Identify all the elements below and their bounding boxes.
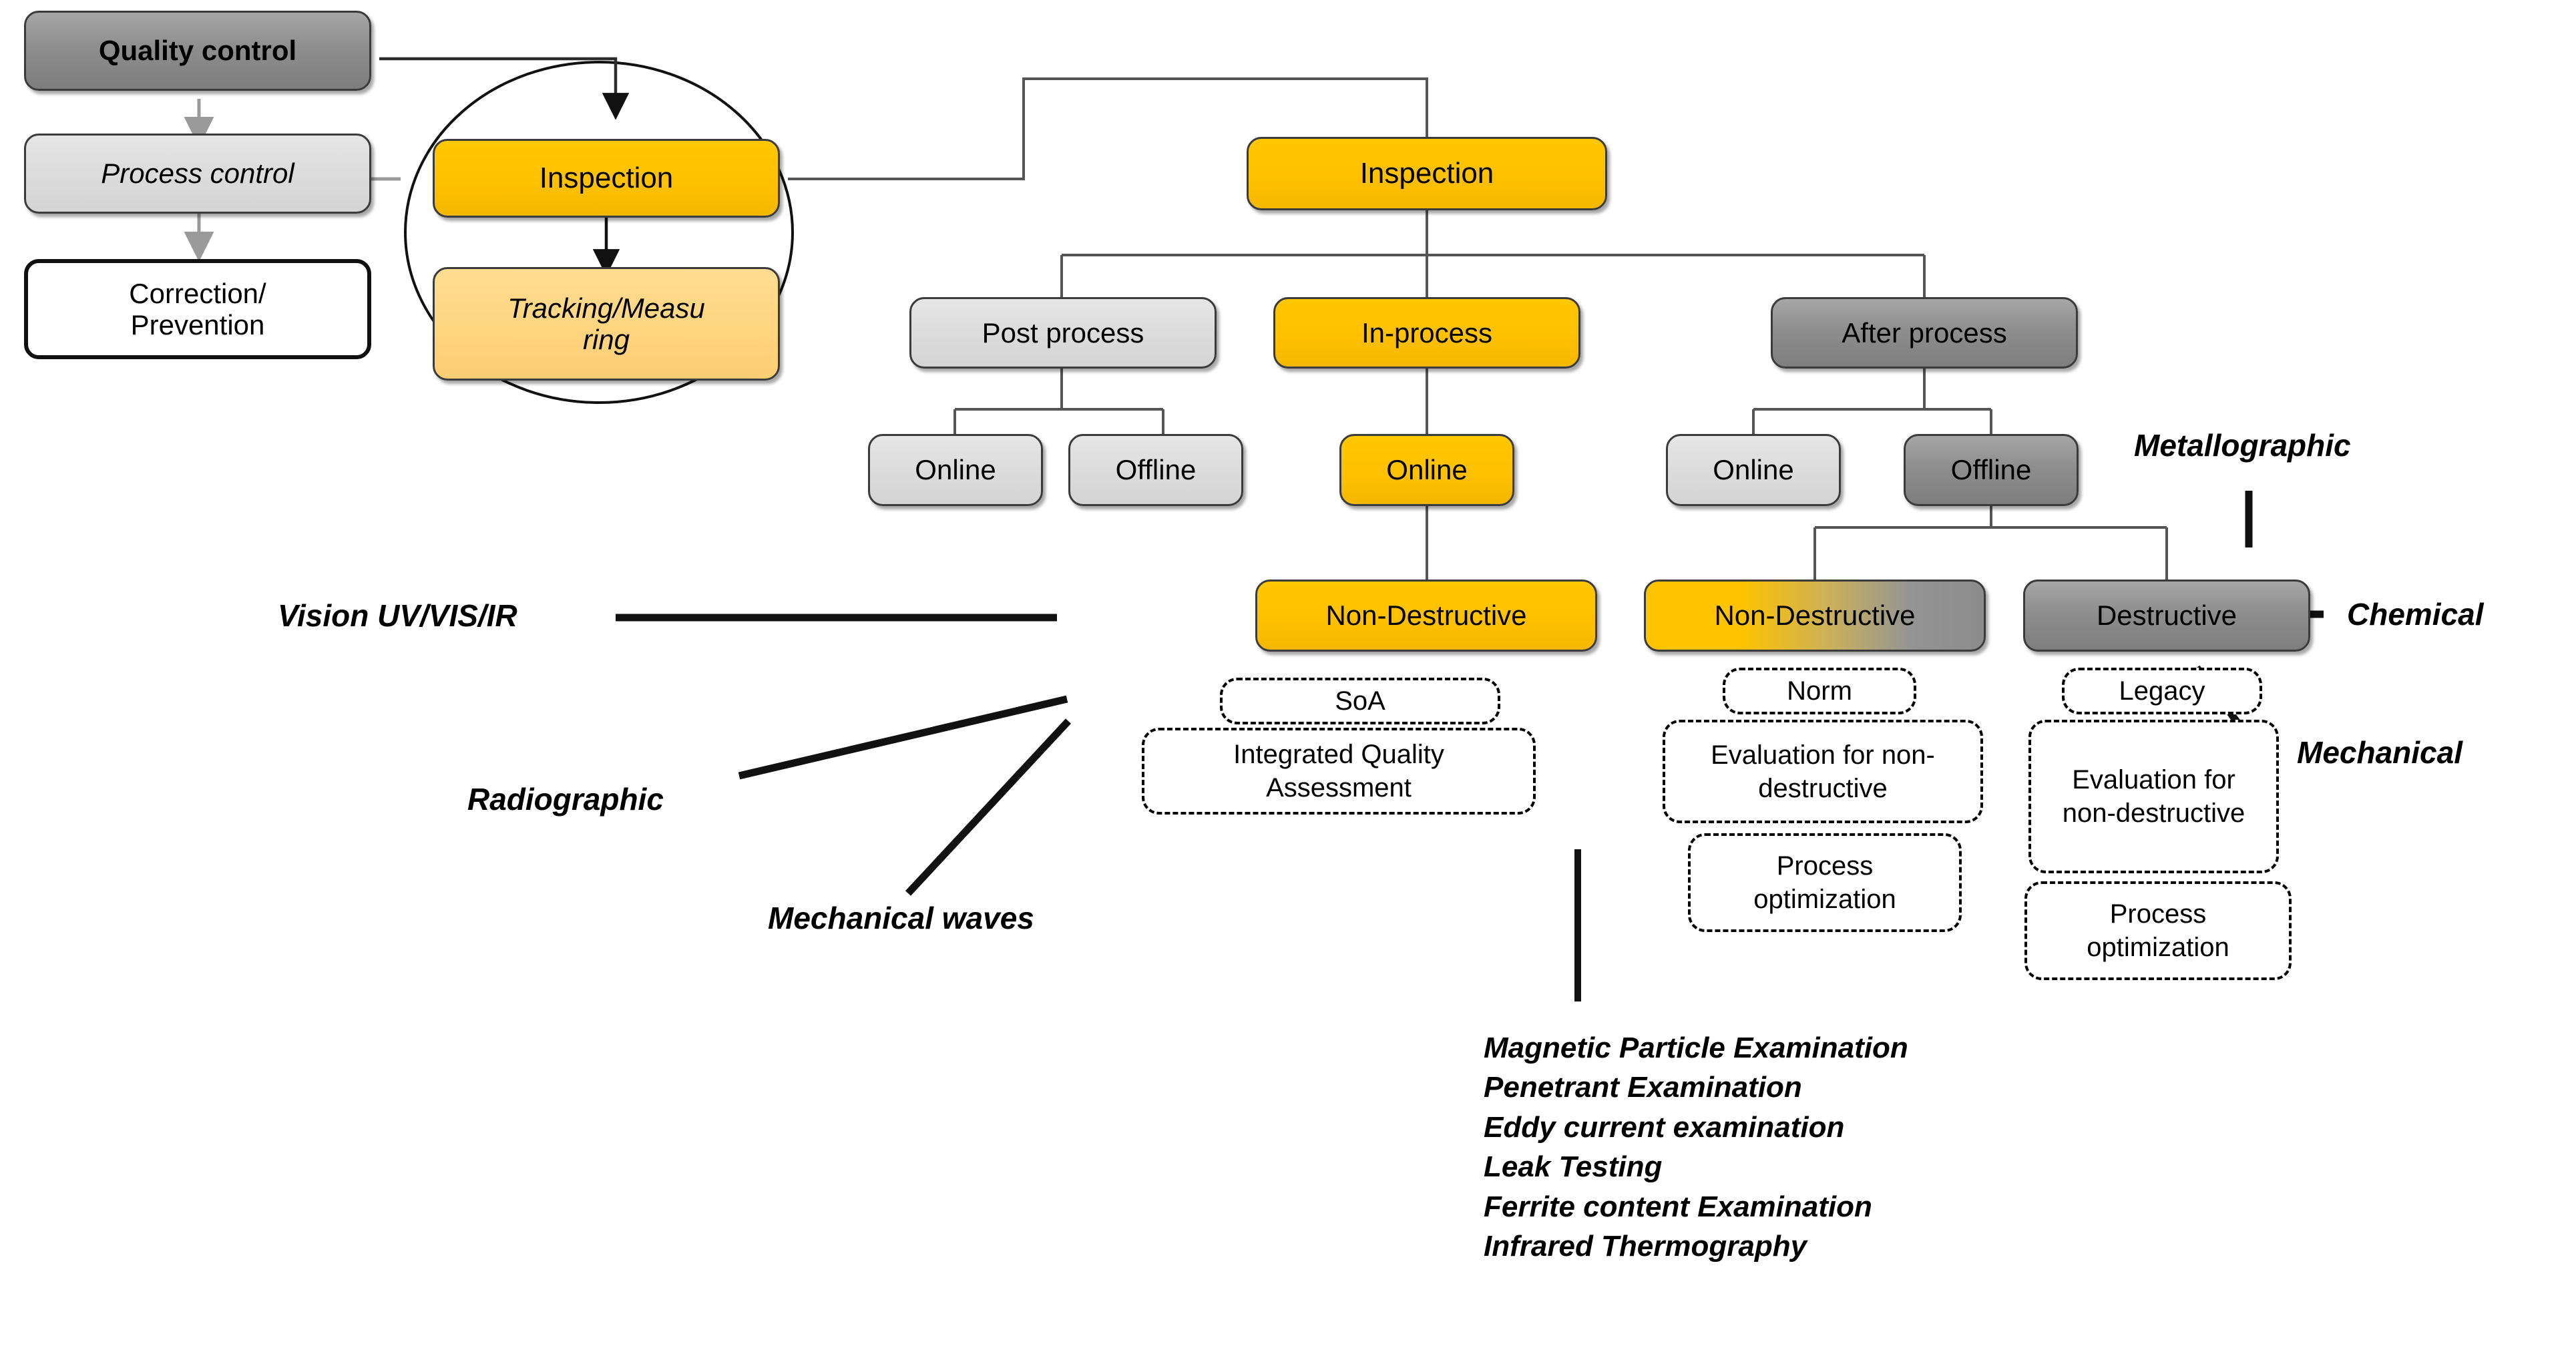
annotation-mechanical-waves: Mechanical waves bbox=[768, 901, 1034, 935]
node-process-control[interactable]: Process control bbox=[24, 134, 371, 214]
node-after-online[interactable]: Online bbox=[1666, 434, 1841, 506]
node-correction-prevention[interactable]: Correction/ Prevention bbox=[24, 259, 371, 359]
node-quality-control[interactable]: Quality control bbox=[24, 11, 371, 91]
node-inspection-root[interactable]: Inspection bbox=[1247, 137, 1607, 210]
node-tracking-measuring[interactable]: Tracking/Measu ring bbox=[433, 267, 780, 381]
node-in-process[interactable]: In-process bbox=[1273, 297, 1580, 369]
annotation-metallographic: Metallographic bbox=[2134, 428, 2351, 463]
ndt-method-item: Leak Testing bbox=[1484, 1150, 1663, 1184]
node-nondestructive-right[interactable]: Non-Destructive bbox=[1644, 580, 1986, 652]
node-after-process[interactable]: After process bbox=[1771, 297, 2078, 369]
dashed-evaluation-nondestructive: Evaluation for non-destructive bbox=[1663, 720, 1983, 823]
node-inspection-left[interactable]: Inspection bbox=[433, 139, 780, 218]
dashed-evaluation-nondestructive-legacy: Evaluation for non-destructive bbox=[2028, 720, 2279, 873]
ndt-method-list: Magnetic Particle Examination Penetrant … bbox=[1484, 1028, 1908, 1266]
node-post-online[interactable]: Online bbox=[868, 434, 1043, 506]
dashed-soa: SoA bbox=[1220, 678, 1500, 724]
correction-line-1: Correction/ bbox=[129, 277, 266, 309]
node-post-offline[interactable]: Offline bbox=[1068, 434, 1243, 506]
node-after-offline[interactable]: Offline bbox=[1904, 434, 2079, 506]
tracking-line-2: ring bbox=[582, 324, 630, 355]
dashed-legacy: Legacy bbox=[2062, 668, 2262, 714]
tracking-line-1: Tracking/Measu bbox=[507, 292, 705, 324]
dashed-process-optimization-destructive: Process optimization bbox=[2024, 881, 2292, 980]
ndt-method-item: Penetrant Examination bbox=[1484, 1071, 1802, 1104]
node-post-process[interactable]: Post process bbox=[909, 297, 1217, 369]
annotation-vision-uv-vis-ir: Vision UV/VIS/IR bbox=[278, 598, 517, 633]
node-nondestructive-center[interactable]: Non-Destructive bbox=[1255, 580, 1597, 652]
dashed-process-optimization-nd: Process optimization bbox=[1688, 833, 1962, 932]
ndt-method-item: Magnetic Particle Examination bbox=[1484, 1032, 1908, 1064]
ndt-method-item: Ferrite content Examination bbox=[1484, 1190, 1872, 1223]
correction-line-2: Prevention bbox=[130, 309, 265, 341]
dashed-integrated-quality-assessment: Integrated Quality Assessment bbox=[1142, 728, 1536, 815]
annotation-chemical: Chemical bbox=[2347, 597, 2484, 632]
annotation-mechanical: Mechanical bbox=[2297, 735, 2462, 770]
dashed-norm: Norm bbox=[1723, 668, 1916, 714]
ndt-method-item: Infrared Thermography bbox=[1484, 1229, 1807, 1263]
node-destructive[interactable]: Destructive bbox=[2023, 580, 2310, 652]
annotation-radiographic: Radiographic bbox=[467, 782, 664, 817]
node-inprocess-online[interactable]: Online bbox=[1339, 434, 1514, 506]
ndt-method-item: Eddy current examination bbox=[1484, 1110, 1845, 1144]
